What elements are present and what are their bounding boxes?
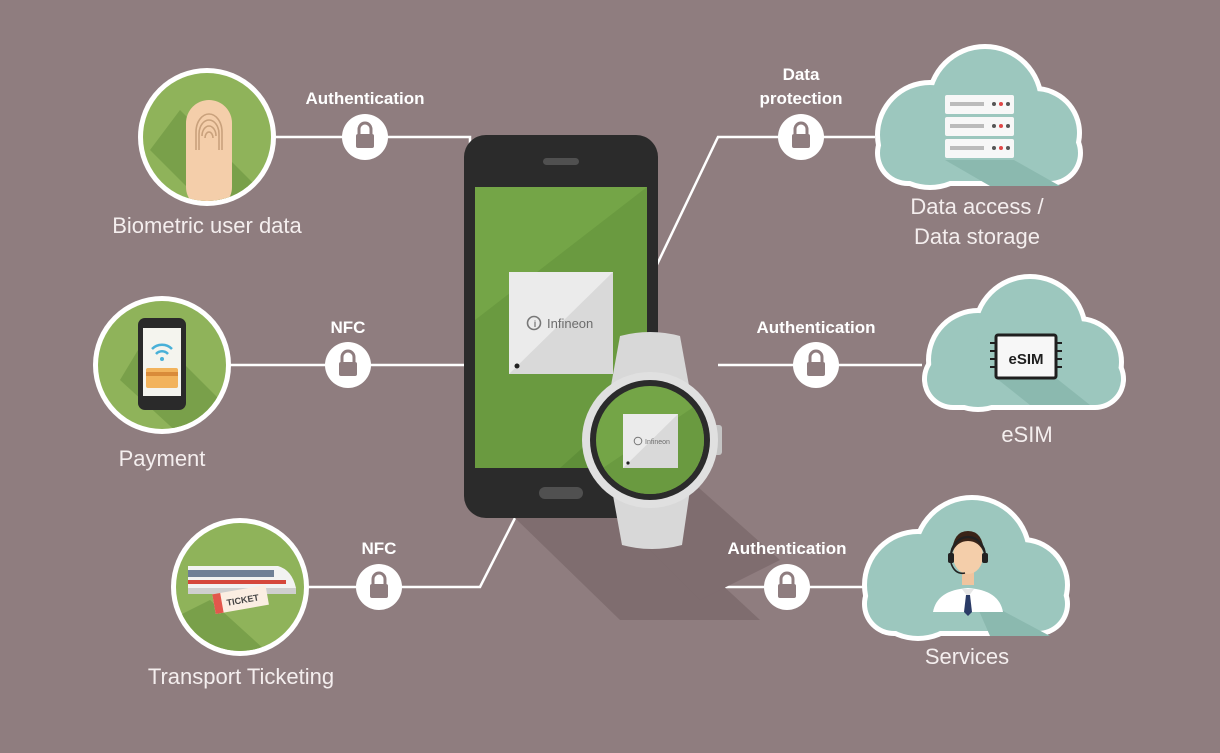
caption-ticketing: Transport Ticketing (148, 664, 334, 689)
connection-label-services: Authentication (728, 539, 847, 558)
connection-label-data-storage-line2: protection (759, 89, 842, 108)
watch-chip: Infineon (623, 414, 678, 468)
ticketing-node: TICKET (171, 518, 309, 656)
support-agent-icon (933, 531, 1050, 636)
smartphone-payment-icon (138, 318, 186, 410)
caption-data-storage-line2: Data storage (914, 224, 1040, 249)
lock-icon (342, 114, 388, 160)
caption-esim: eSIM (1001, 422, 1052, 447)
caption-payment: Payment (119, 446, 206, 471)
phone-chip: i Infineon (509, 272, 613, 374)
caption-data-storage-line1: Data access / (910, 194, 1044, 219)
fingerprint-icon (186, 100, 232, 201)
infineon-logo-icon (633, 436, 643, 446)
connection-label-esim: Authentication (757, 318, 876, 337)
connection-labels: Authentication NFC NFC Data protection A… (306, 65, 876, 558)
watch-chip-brand: Infineon (645, 439, 670, 446)
services-cloud (862, 495, 1070, 641)
train-ticket-icon: TICKET (188, 566, 296, 615)
payment-node (93, 296, 231, 434)
infineon-logo-icon (526, 315, 542, 331)
data-storage-cloud (875, 44, 1083, 190)
esim-chip-icon: eSIM (990, 333, 1090, 405)
connector-ticketing (305, 517, 517, 589)
lock-badges (325, 114, 839, 610)
connection-label-data-storage-line1: Data (783, 65, 820, 84)
svg-text:i: i (534, 319, 537, 329)
lock-icon (325, 342, 371, 388)
esim-cloud: eSIM (922, 274, 1126, 412)
caption-services: Services (925, 644, 1009, 669)
caption-biometric: Biometric user data (112, 213, 302, 238)
connector-data-storage (650, 135, 875, 276)
phone-chip-brand: Infineon (547, 316, 593, 331)
connection-label-biometric: Authentication (306, 89, 425, 108)
biometric-node (138, 68, 276, 206)
node-captions: Biometric user data Payment Transport Ti… (112, 194, 1052, 689)
lock-icon (356, 564, 402, 610)
esim-chip-text: eSIM (1008, 351, 1043, 368)
lock-icon (793, 342, 839, 388)
connection-label-payment: NFC (331, 318, 366, 337)
lock-icon (778, 114, 824, 160)
connection-label-ticketing: NFC (362, 539, 397, 558)
smartwatch-device: Infineon (582, 332, 780, 600)
lock-icon (764, 564, 810, 610)
server-rack-icon (945, 95, 1060, 186)
